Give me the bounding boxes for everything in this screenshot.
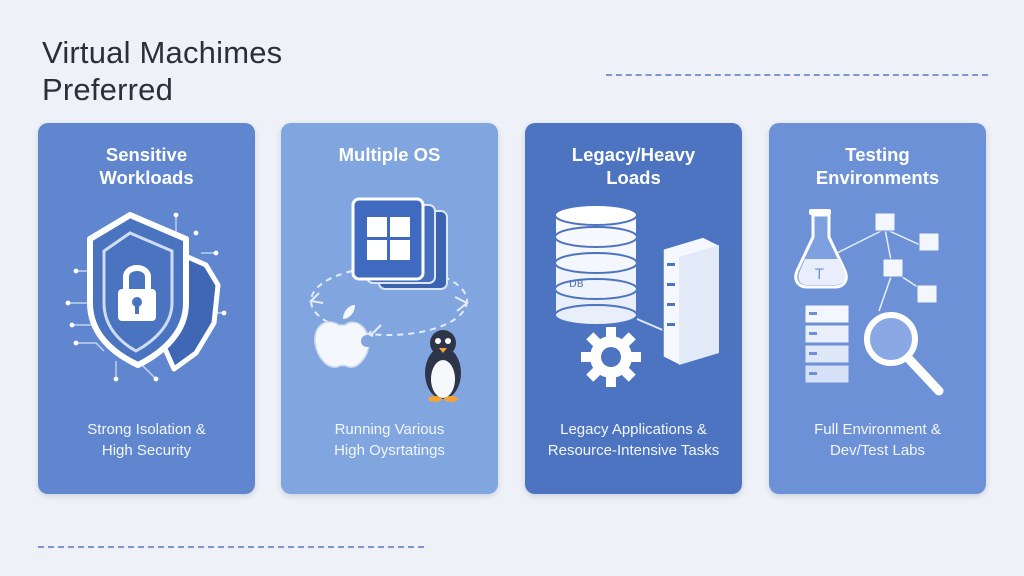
card-multiple-os: Multiple OS [281,123,498,494]
card-testing-environments: Testing Environments [769,123,986,494]
card-description: Legacy Applications & Resource-Intensive… [547,421,720,459]
divider-top [606,74,988,76]
card-description: Running Various High Oysrtatings [334,421,445,459]
test-lab-icon: T [777,193,978,494]
multiple-os-icon [289,193,490,494]
card-heading: Legacy/Heavy Loads [571,144,696,188]
shield-lock-icon [46,193,247,494]
card-legacy-heavy-loads: Legacy/Heavy Loads DB [525,123,742,494]
card-sensitive-workloads: Sensitive Workloads [38,123,255,494]
database-server-icon: DB [533,193,734,494]
card-heading: Testing Environments [815,144,940,188]
divider-bottom [38,546,424,548]
flask-label: T [814,267,824,283]
db-label: DB [569,279,584,290]
card-description: Strong Isolation & High Security [87,421,206,459]
page-title: Virtual Machimes Preferred [42,35,283,107]
card-heading: Multiple OS [338,144,441,165]
card-description: Full Environment & Dev/Test Labs [814,421,941,459]
card-heading: Sensitive Workloads [99,144,194,188]
